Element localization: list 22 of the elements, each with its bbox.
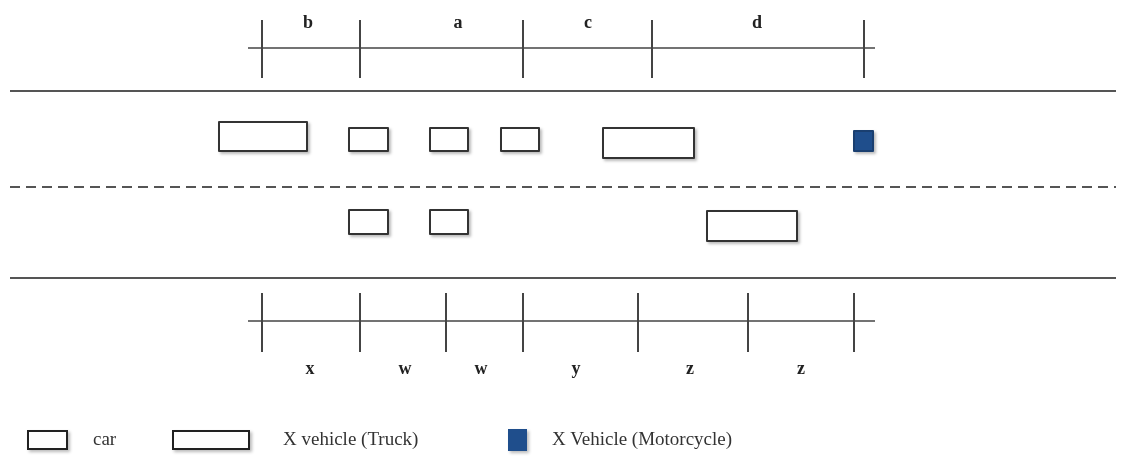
dimension-label: a xyxy=(453,12,463,32)
car-box xyxy=(429,127,469,152)
legend-text: X Vehicle (Motorcycle) xyxy=(552,428,733,450)
car-box xyxy=(348,209,389,235)
dimension-label: c xyxy=(584,12,592,32)
dimension-label: w xyxy=(474,358,488,378)
motorcycle-block xyxy=(853,130,874,152)
car-box xyxy=(429,209,469,235)
dimension-label: w xyxy=(398,358,412,378)
dimension-label: b xyxy=(303,12,313,32)
truck-box xyxy=(218,121,308,152)
car-box xyxy=(348,127,389,152)
dimension-label: y xyxy=(571,358,581,378)
legend-text: car xyxy=(93,428,117,450)
legend-text: X vehicle (Truck) xyxy=(283,428,419,450)
car-box xyxy=(500,127,540,152)
dimension-label: d xyxy=(752,12,762,32)
dimension-label: z xyxy=(686,358,694,378)
truck-box xyxy=(706,210,798,242)
dimension-label: z xyxy=(797,358,805,378)
dimension-label: x xyxy=(305,358,315,378)
truck-box xyxy=(602,127,695,159)
